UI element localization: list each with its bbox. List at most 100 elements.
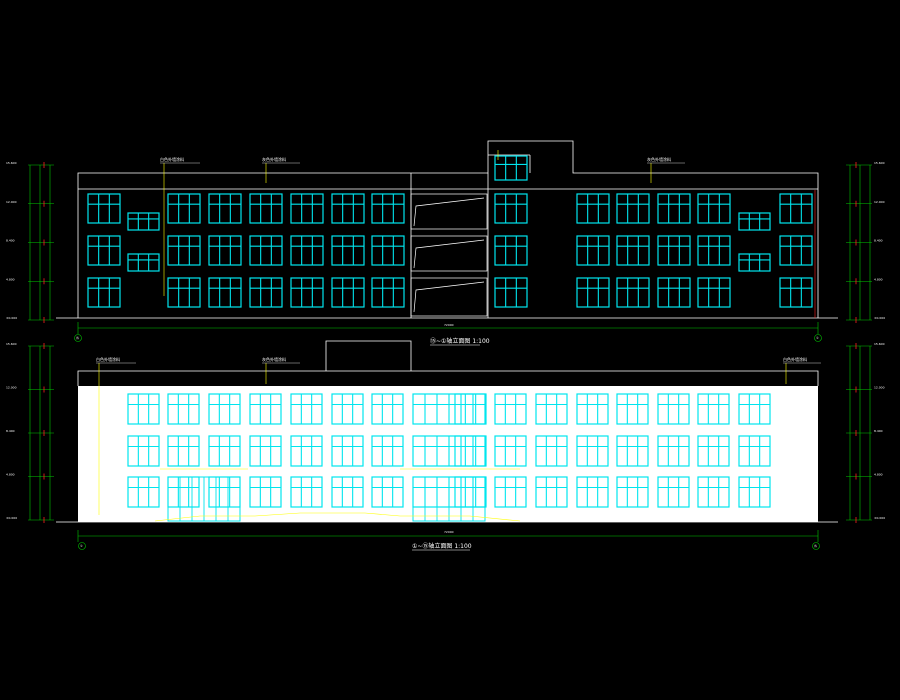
lower-window	[697, 435, 730, 467]
upper-window	[371, 235, 405, 266]
lower-window	[290, 476, 323, 508]
lower-window	[371, 393, 404, 425]
lower-window	[331, 393, 364, 425]
level-mark-label: ±0.000	[874, 316, 885, 320]
lower-grid-left: ①	[80, 544, 83, 548]
upper-window	[167, 235, 201, 266]
level-mark-label: 8.400	[6, 239, 15, 243]
upper-window	[657, 193, 691, 224]
upper-small-window	[127, 212, 160, 231]
level-mark-label: 12.000	[6, 386, 17, 390]
upper-stair-zone	[410, 193, 488, 317]
level-mark-label: 12.000	[6, 200, 17, 204]
lower-window	[167, 476, 200, 508]
lower-leader-lines	[98, 363, 787, 515]
level-mark-label: 15.600	[6, 342, 17, 346]
level-mark-label: 4.800	[6, 473, 15, 477]
upper-window	[576, 193, 610, 224]
upper-window	[616, 277, 650, 308]
upper-window	[290, 235, 324, 266]
upper-window	[249, 235, 283, 266]
lower-window	[697, 393, 730, 425]
level-mark-label: 15.600	[6, 161, 17, 165]
level-mark-label: ±0.000	[6, 316, 17, 320]
lower-window	[127, 476, 160, 508]
level-mark-label: 4.800	[6, 277, 15, 281]
lower-window	[167, 393, 200, 425]
upper-window	[494, 235, 528, 266]
lower-window	[535, 476, 568, 508]
upper-window	[494, 193, 528, 224]
upper-window	[208, 277, 242, 308]
upper-leader-lines	[163, 150, 652, 296]
upper-tower-window	[494, 155, 528, 181]
upper-grid-left: ⑮	[76, 335, 79, 340]
lower-window	[576, 393, 609, 425]
level-mark-label: 12.000	[874, 386, 885, 390]
lower-total-dimension: 72000	[444, 530, 454, 534]
lower-window	[697, 476, 730, 508]
level-mark-label: ±0.000	[874, 516, 885, 520]
lower-window	[616, 435, 649, 467]
lower-window	[535, 435, 568, 467]
level-mark-label: ±0.000	[6, 516, 17, 520]
lower-elevation: 白色外墙涂料 灰色外墙涂料 白色外墙涂料 72000 ① ⑮ ①~⑮轴立面图 1…	[56, 340, 838, 551]
upper-window	[249, 277, 283, 308]
level-mark-label: 8.400	[874, 239, 883, 243]
lower-dimension-line	[77, 530, 820, 550]
lower-window	[249, 476, 282, 508]
lower-window	[127, 393, 160, 425]
lower-window	[494, 476, 527, 508]
lower-window	[738, 393, 771, 425]
level-mark-label: 8.400	[874, 429, 883, 433]
upper-window	[371, 193, 405, 224]
upper-window	[249, 193, 283, 224]
lower-grid-right: ⑮	[814, 543, 817, 548]
lower-window	[494, 435, 527, 467]
upper-total-dimension: 72000	[444, 323, 454, 327]
lower-window	[657, 476, 690, 508]
lower-window	[371, 435, 404, 467]
level-mark-label: 15.600	[874, 342, 885, 346]
lower-window	[454, 393, 487, 425]
lower-window	[576, 476, 609, 508]
upper-small-window	[738, 212, 771, 231]
upper-window	[494, 277, 528, 308]
upper-window	[290, 277, 324, 308]
lower-note-1: 白色外墙涂料	[96, 356, 120, 362]
upper-window	[87, 193, 121, 224]
lower-window	[331, 476, 364, 508]
upper-window	[208, 193, 242, 224]
lower-window	[249, 435, 282, 467]
lower-entrance-glazing	[167, 476, 241, 522]
lower-window	[616, 476, 649, 508]
lower-window	[535, 393, 568, 425]
upper-window	[779, 193, 813, 224]
lower-window	[371, 476, 404, 508]
upper-window	[779, 235, 813, 266]
level-mark-label: 4.800	[874, 277, 883, 281]
upper-window	[616, 193, 650, 224]
upper-window	[167, 193, 201, 224]
upper-dimension-line	[74, 322, 822, 342]
level-marker-columns: 15.600 12.000 8.400 4.800 ±0.000 15.600 12.000…	[6, 161, 885, 523]
lower-window	[657, 435, 690, 467]
lower-window	[208, 393, 241, 425]
lower-window	[494, 393, 527, 425]
level-marker-column: 15.600 12.000 8.400 4.800 ±0.000	[6, 161, 54, 323]
lower-window	[127, 435, 160, 467]
upper-note-1: 白色外墙涂料	[160, 156, 184, 162]
upper-window	[331, 193, 365, 224]
lower-window	[331, 435, 364, 467]
upper-window	[779, 277, 813, 308]
upper-elevation: 白色外墙涂料 灰色外墙涂料 灰色外墙涂料 72000 ⑮ ① ⑮~①轴立面图 1…	[56, 140, 838, 346]
upper-window	[697, 235, 731, 266]
upper-note-2: 灰色外墙涂料	[262, 156, 286, 162]
upper-window	[697, 277, 731, 308]
lower-window	[249, 393, 282, 425]
upper-note-3: 灰色外墙涂料	[647, 156, 671, 162]
